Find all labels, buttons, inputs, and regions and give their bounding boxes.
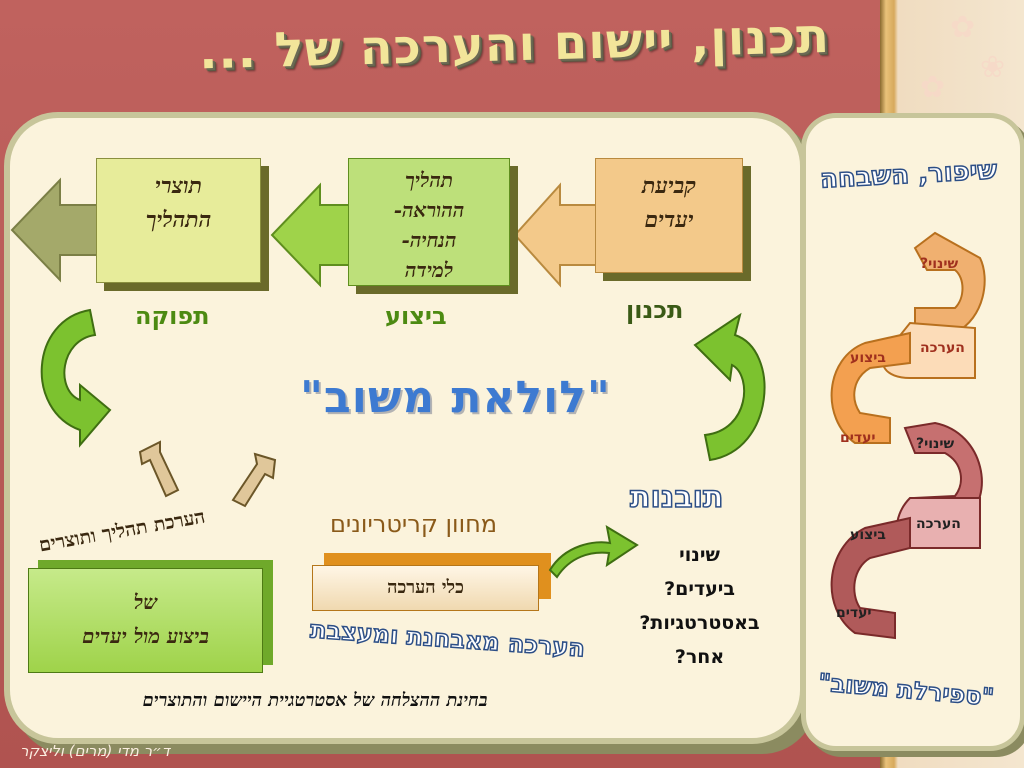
planning-label: תכנון <box>626 296 684 324</box>
orange-spiral <box>830 231 986 444</box>
change-item: שינוי <box>679 544 720 566</box>
goals-box-line: קביעת <box>641 173 696 199</box>
curved-arrow-left <box>40 308 112 448</box>
goals-box-line: יעדים <box>644 207 694 233</box>
curved-arrow-right <box>693 312 766 462</box>
top-arrows <box>10 177 599 288</box>
flower-icon: ✿ <box>920 70 946 105</box>
feedback-loop-label: "לולאת משוב" <box>300 372 611 423</box>
eval-tool-box: כלי הערכה <box>312 565 539 611</box>
spiral2-change: שינוי? <box>916 436 955 452</box>
process-box-line: למידה <box>404 258 454 282</box>
spiral1-eval: הערכה <box>920 340 965 356</box>
spiral2-goals: יעדים <box>836 605 872 621</box>
outputs-box: תוצרי התהליך <box>96 158 261 283</box>
rubric-label: מחוון קריטריונים <box>330 510 498 538</box>
insight-arrow <box>548 524 639 579</box>
up-arrow-icon <box>231 452 277 508</box>
outputs-box-line: התהליך <box>145 207 212 233</box>
spiral2-eval: הערכה <box>916 516 961 532</box>
performance-box-line: ביצוע מול יעדים <box>82 624 209 648</box>
performance-box: של ביצוע מול יעדים <box>28 568 263 673</box>
change-item: אחר? <box>674 646 725 668</box>
process-box: תהליך ההוראה- הנחיה- למידה <box>348 158 510 286</box>
insights-label: תובנות <box>629 479 724 516</box>
flower-icon: ❀ <box>980 50 1006 85</box>
flower-icon: ✿ <box>950 10 976 45</box>
spiral1-change: שינוי? <box>920 256 959 272</box>
output-label: תפוקה <box>135 302 210 330</box>
process-box-line: הנחיה- <box>401 228 457 252</box>
change-list: שינוי ביעדים? באסטרטגיות? אחר? <box>622 538 777 674</box>
spiral2-exec: ביצוע <box>850 527 886 543</box>
spiral1-exec: ביצוע <box>850 350 886 366</box>
performance-box-line: של <box>133 590 158 614</box>
change-item: באסטרטגיות? <box>639 612 760 634</box>
success-review-label: בחינת ההצלחה של אסטרטגיית היישום והתוצרי… <box>142 690 488 711</box>
process-box-line: ההוראה- <box>393 198 465 222</box>
spiral1-goals: יעדים <box>840 430 876 446</box>
outputs-box-line: תוצרי <box>154 173 203 199</box>
process-box-line: תהליך <box>404 168 454 192</box>
author-label: ד״ר מדי (מרים) וליצקר <box>20 742 170 760</box>
red-spiral <box>830 421 983 640</box>
up-arrow-icon <box>138 440 180 498</box>
change-item: ביעדים? <box>664 578 735 600</box>
execution-label: ביצוע <box>385 302 447 330</box>
goals-box: קביעת יעדים <box>595 158 743 273</box>
